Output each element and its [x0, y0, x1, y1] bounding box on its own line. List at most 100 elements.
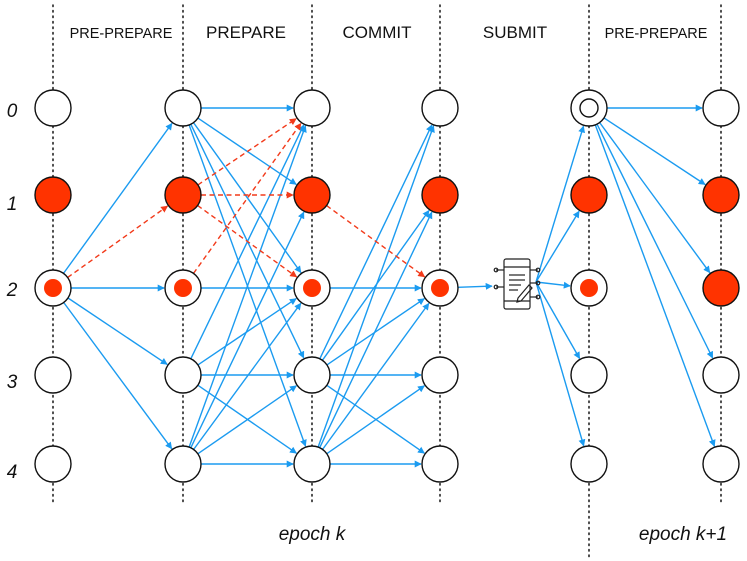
replica-node [293, 176, 331, 214]
message-arrow [599, 122, 711, 274]
epoch-label-k: epoch k [279, 524, 347, 545]
port-dot-icon [493, 284, 499, 290]
replica-node [164, 356, 202, 394]
message-arrow [190, 211, 305, 449]
message-arrow [197, 385, 297, 455]
replica-node [702, 356, 740, 394]
phase-label-submit: SUBMIT [483, 23, 547, 42]
message-arrow [535, 210, 580, 283]
node-circle [164, 89, 202, 127]
replica-node [293, 445, 331, 483]
phase-label-prepare: PREPARE [206, 23, 286, 42]
faulty-node-circle [164, 176, 202, 214]
server-document-icon [493, 258, 541, 310]
faulty-node-circle [34, 176, 72, 214]
replica-node [702, 89, 740, 127]
primary-dot [44, 279, 62, 297]
faulty-message-arrow [197, 118, 297, 186]
message-arrow [603, 117, 706, 186]
replica-node [570, 445, 608, 483]
message-arrow [596, 123, 714, 359]
message-arrow [188, 125, 307, 448]
replica-node [164, 176, 202, 214]
node-circle [421, 445, 459, 483]
message-arrow [67, 297, 168, 365]
replica-node [702, 176, 740, 214]
node-circle [34, 445, 72, 483]
phase-label-pre-prepare: PRE-PREPARE [70, 26, 173, 42]
phase-labels: PRE-PREPARE PREPARE COMMIT SUBMIT PRE-PR… [70, 23, 708, 42]
replica-node [293, 356, 331, 394]
message-edges-blue [62, 104, 716, 468]
message-arrow [535, 281, 571, 289]
replica-node [421, 176, 459, 214]
replica-node [702, 269, 740, 307]
replica-nodes [34, 89, 740, 483]
replica-node [34, 176, 72, 214]
message-arrow [594, 124, 716, 447]
phase-label-commit: COMMIT [343, 23, 412, 42]
faulty-node-circle [293, 176, 331, 214]
replica-label: 3 [7, 372, 18, 393]
replica-node [421, 445, 459, 483]
node-circle [702, 89, 740, 127]
node-circle [702, 445, 740, 483]
phase-label-pre-prepare-next: PRE-PREPARE [605, 26, 708, 42]
message-arrow [317, 125, 435, 448]
port-dot-icon [535, 294, 541, 300]
primary-dot [174, 279, 192, 297]
primary-dot [431, 279, 449, 297]
faulty-message-arrow [67, 205, 169, 279]
replica-node [164, 269, 202, 307]
replica-node [702, 445, 740, 483]
epoch-label-k-plus-1: epoch k+1 [639, 524, 727, 545]
replica-node [34, 356, 72, 394]
message-arrow [326, 385, 425, 455]
node-circle [570, 356, 608, 394]
faulty-node-circle [570, 176, 608, 214]
message-arrow [192, 122, 302, 274]
replica-node [421, 356, 459, 394]
node-circle [421, 89, 459, 127]
faulty-node-circle [702, 269, 740, 307]
replica-label: 2 [6, 280, 18, 301]
message-arrow [193, 302, 302, 450]
replica-labels: 0 1 2 3 4 [6, 101, 18, 483]
node-circle [164, 356, 202, 394]
primary-dot [580, 279, 598, 297]
message-edges-red [67, 118, 426, 279]
server-body-icon [503, 258, 531, 310]
node-circle [34, 89, 72, 127]
node-circle [164, 445, 202, 483]
node-circle [421, 356, 459, 394]
replica-node [34, 269, 72, 307]
replica-node [570, 89, 608, 127]
message-arrow [535, 281, 586, 447]
replica-node [164, 89, 202, 127]
message-arrow [535, 125, 586, 283]
faulty-message-arrow [192, 122, 302, 274]
replica-label: 1 [7, 194, 18, 215]
replica-node [570, 356, 608, 394]
replica-label: 0 [7, 101, 18, 122]
primary-dot [303, 279, 321, 297]
node-circle [570, 445, 608, 483]
node-circle [702, 356, 740, 394]
node-circle [293, 356, 331, 394]
faulty-node-circle [702, 176, 740, 214]
phase-timelines [52, 4, 722, 561]
pen-icon [516, 284, 533, 303]
replica-node [34, 445, 72, 483]
replica-node [570, 269, 608, 307]
port-dot-icon [535, 280, 541, 286]
faulty-message-arrow [197, 204, 298, 278]
replica-node [34, 89, 72, 127]
replica-node [570, 176, 608, 214]
node-circle [293, 89, 331, 127]
epoch-labels: epoch k epoch k+1 [279, 524, 727, 545]
replica-node [421, 89, 459, 127]
replica-node [421, 269, 459, 307]
message-arrow [535, 281, 581, 360]
replica-node [293, 269, 331, 307]
replica-node [293, 89, 331, 127]
